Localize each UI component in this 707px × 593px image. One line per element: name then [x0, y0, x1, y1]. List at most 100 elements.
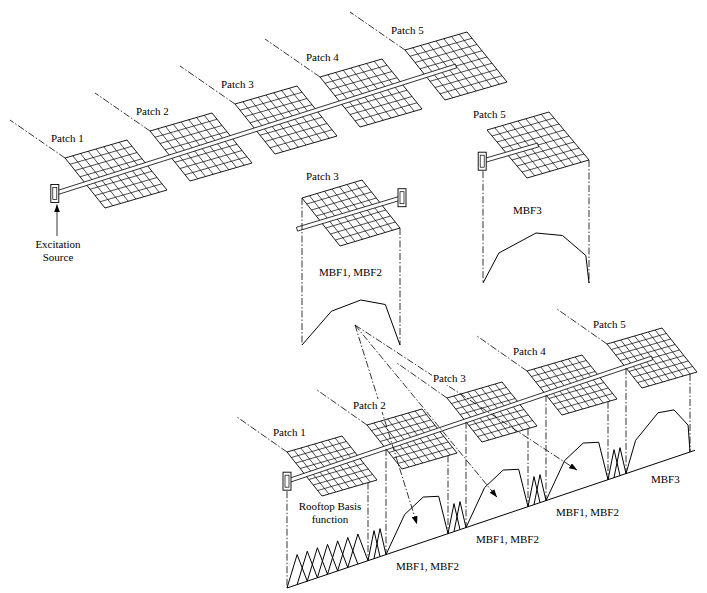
- patch-label: Patch 5: [390, 20, 425, 38]
- mbf-label: MBF3: [512, 200, 543, 218]
- projection-line: [287, 491, 288, 588]
- excitation-source: [398, 189, 406, 207]
- label-text: Patch 3: [305, 170, 340, 183]
- patch-label: Patch 3: [432, 368, 467, 386]
- excitation-source: [283, 472, 291, 490]
- projection-line: [302, 198, 303, 345]
- patch-label: Patch 4: [512, 341, 547, 359]
- mbf-curve: [466, 469, 528, 527]
- label-text: Patch 4: [305, 51, 340, 64]
- rooftop-function: [374, 529, 386, 559]
- label-text: Patch 5: [472, 108, 507, 121]
- feed-line: [54, 64, 456, 195]
- grid-line: [100, 184, 162, 202]
- projection-line: [386, 449, 387, 555]
- label-text: Patch 2: [352, 399, 387, 412]
- label-text: Excitation Source: [28, 238, 88, 263]
- source-body: [51, 184, 59, 202]
- patch-label: Patch 3: [305, 166, 340, 184]
- source-inner: [400, 192, 404, 204]
- source-inner: [480, 155, 484, 167]
- mbf-curve: [546, 442, 608, 500]
- projection-line: [483, 171, 484, 283]
- grid-line: [355, 103, 417, 121]
- axis-baseline: [287, 450, 695, 588]
- label-text: MBF1, MBF2: [318, 266, 383, 279]
- mbf-label: MBF1, MBF2: [475, 529, 540, 547]
- source-body: [478, 152, 486, 170]
- mbf-label: MBF1, MBF2: [555, 502, 620, 520]
- rooftop-function: [454, 502, 466, 532]
- source-inner: [285, 475, 289, 487]
- excitation-source: [478, 152, 486, 170]
- grid-line: [185, 157, 247, 175]
- grid-line: [534, 117, 574, 165]
- label-text: Patch 2: [135, 105, 170, 118]
- mbf-curve: [302, 300, 400, 345]
- label-text: Rooftop Basis function: [295, 500, 365, 525]
- label-text: Patch 3: [220, 78, 255, 91]
- label-text: Patch 1: [50, 132, 85, 145]
- projection-line: [626, 368, 627, 474]
- mbf-curve: [626, 410, 690, 474]
- grid-line: [452, 37, 492, 87]
- patch-label: Patch 5: [592, 314, 627, 332]
- mbf-curve: [483, 233, 589, 283]
- grid-line: [398, 448, 453, 464]
- patch-label: Patch 1: [272, 422, 307, 440]
- source-label: Excitation Source: [28, 238, 88, 265]
- rooftop-function: [534, 475, 546, 505]
- projection-line: [448, 456, 449, 534]
- source-inner: [53, 187, 57, 199]
- mapping-arrow: [355, 325, 577, 470]
- projection-line: [608, 402, 609, 480]
- rooftop-function: [348, 534, 368, 567]
- source-body: [398, 189, 406, 207]
- grid-line: [440, 76, 502, 94]
- grid-line: [444, 39, 484, 89]
- label-text: MBF1, MBF2: [475, 533, 540, 546]
- patch-label: Patch 1: [50, 128, 85, 146]
- label-text: MBF1, MBF2: [395, 560, 460, 573]
- projection-line: [528, 429, 529, 507]
- projection-line: [589, 160, 590, 283]
- mbf-label: MBF1, MBF2: [318, 262, 383, 280]
- grid-line: [270, 130, 332, 148]
- grid-line: [318, 475, 373, 491]
- grid-line: [335, 222, 395, 240]
- label-text: Patch 5: [592, 318, 627, 331]
- mbf-label: MBF1, MBF2: [395, 556, 460, 574]
- label-text: Patch 3: [432, 372, 467, 385]
- feed-line: [482, 143, 539, 163]
- basis-function-label: Rooftop Basis function: [295, 500, 365, 527]
- projection-line: [368, 483, 369, 561]
- grid-line: [526, 119, 566, 167]
- projection-line: [546, 395, 547, 501]
- grid-line: [638, 367, 693, 383]
- grid-line: [522, 154, 584, 172]
- patch-label: Patch 2: [352, 395, 387, 413]
- rooftop-function: [614, 448, 626, 478]
- grid-line: [641, 334, 676, 378]
- patch-label: Patch 4: [305, 47, 340, 65]
- label-text: MBF1, MBF2: [555, 506, 620, 519]
- source-body: [283, 472, 291, 490]
- label-text: MBF3: [512, 204, 543, 217]
- grid-line: [655, 330, 690, 374]
- label-text: Patch 1: [272, 426, 307, 439]
- label-text: Patch 5: [390, 24, 425, 37]
- grid-line: [648, 332, 683, 376]
- source-pointer: [57, 204, 58, 236]
- grid-line: [541, 114, 581, 162]
- projection-line: [466, 422, 467, 528]
- excitation-source: [51, 184, 59, 202]
- label-text: Patch 4: [512, 345, 547, 358]
- mbf-curve: [386, 496, 448, 554]
- feed-line: [296, 196, 402, 231]
- grid-line: [558, 394, 613, 410]
- patch-label: Patch 3: [220, 74, 255, 92]
- mbf-label: MBF3: [650, 469, 681, 487]
- patch-label: Patch 2: [135, 101, 170, 119]
- mapping-arrow: [355, 325, 417, 524]
